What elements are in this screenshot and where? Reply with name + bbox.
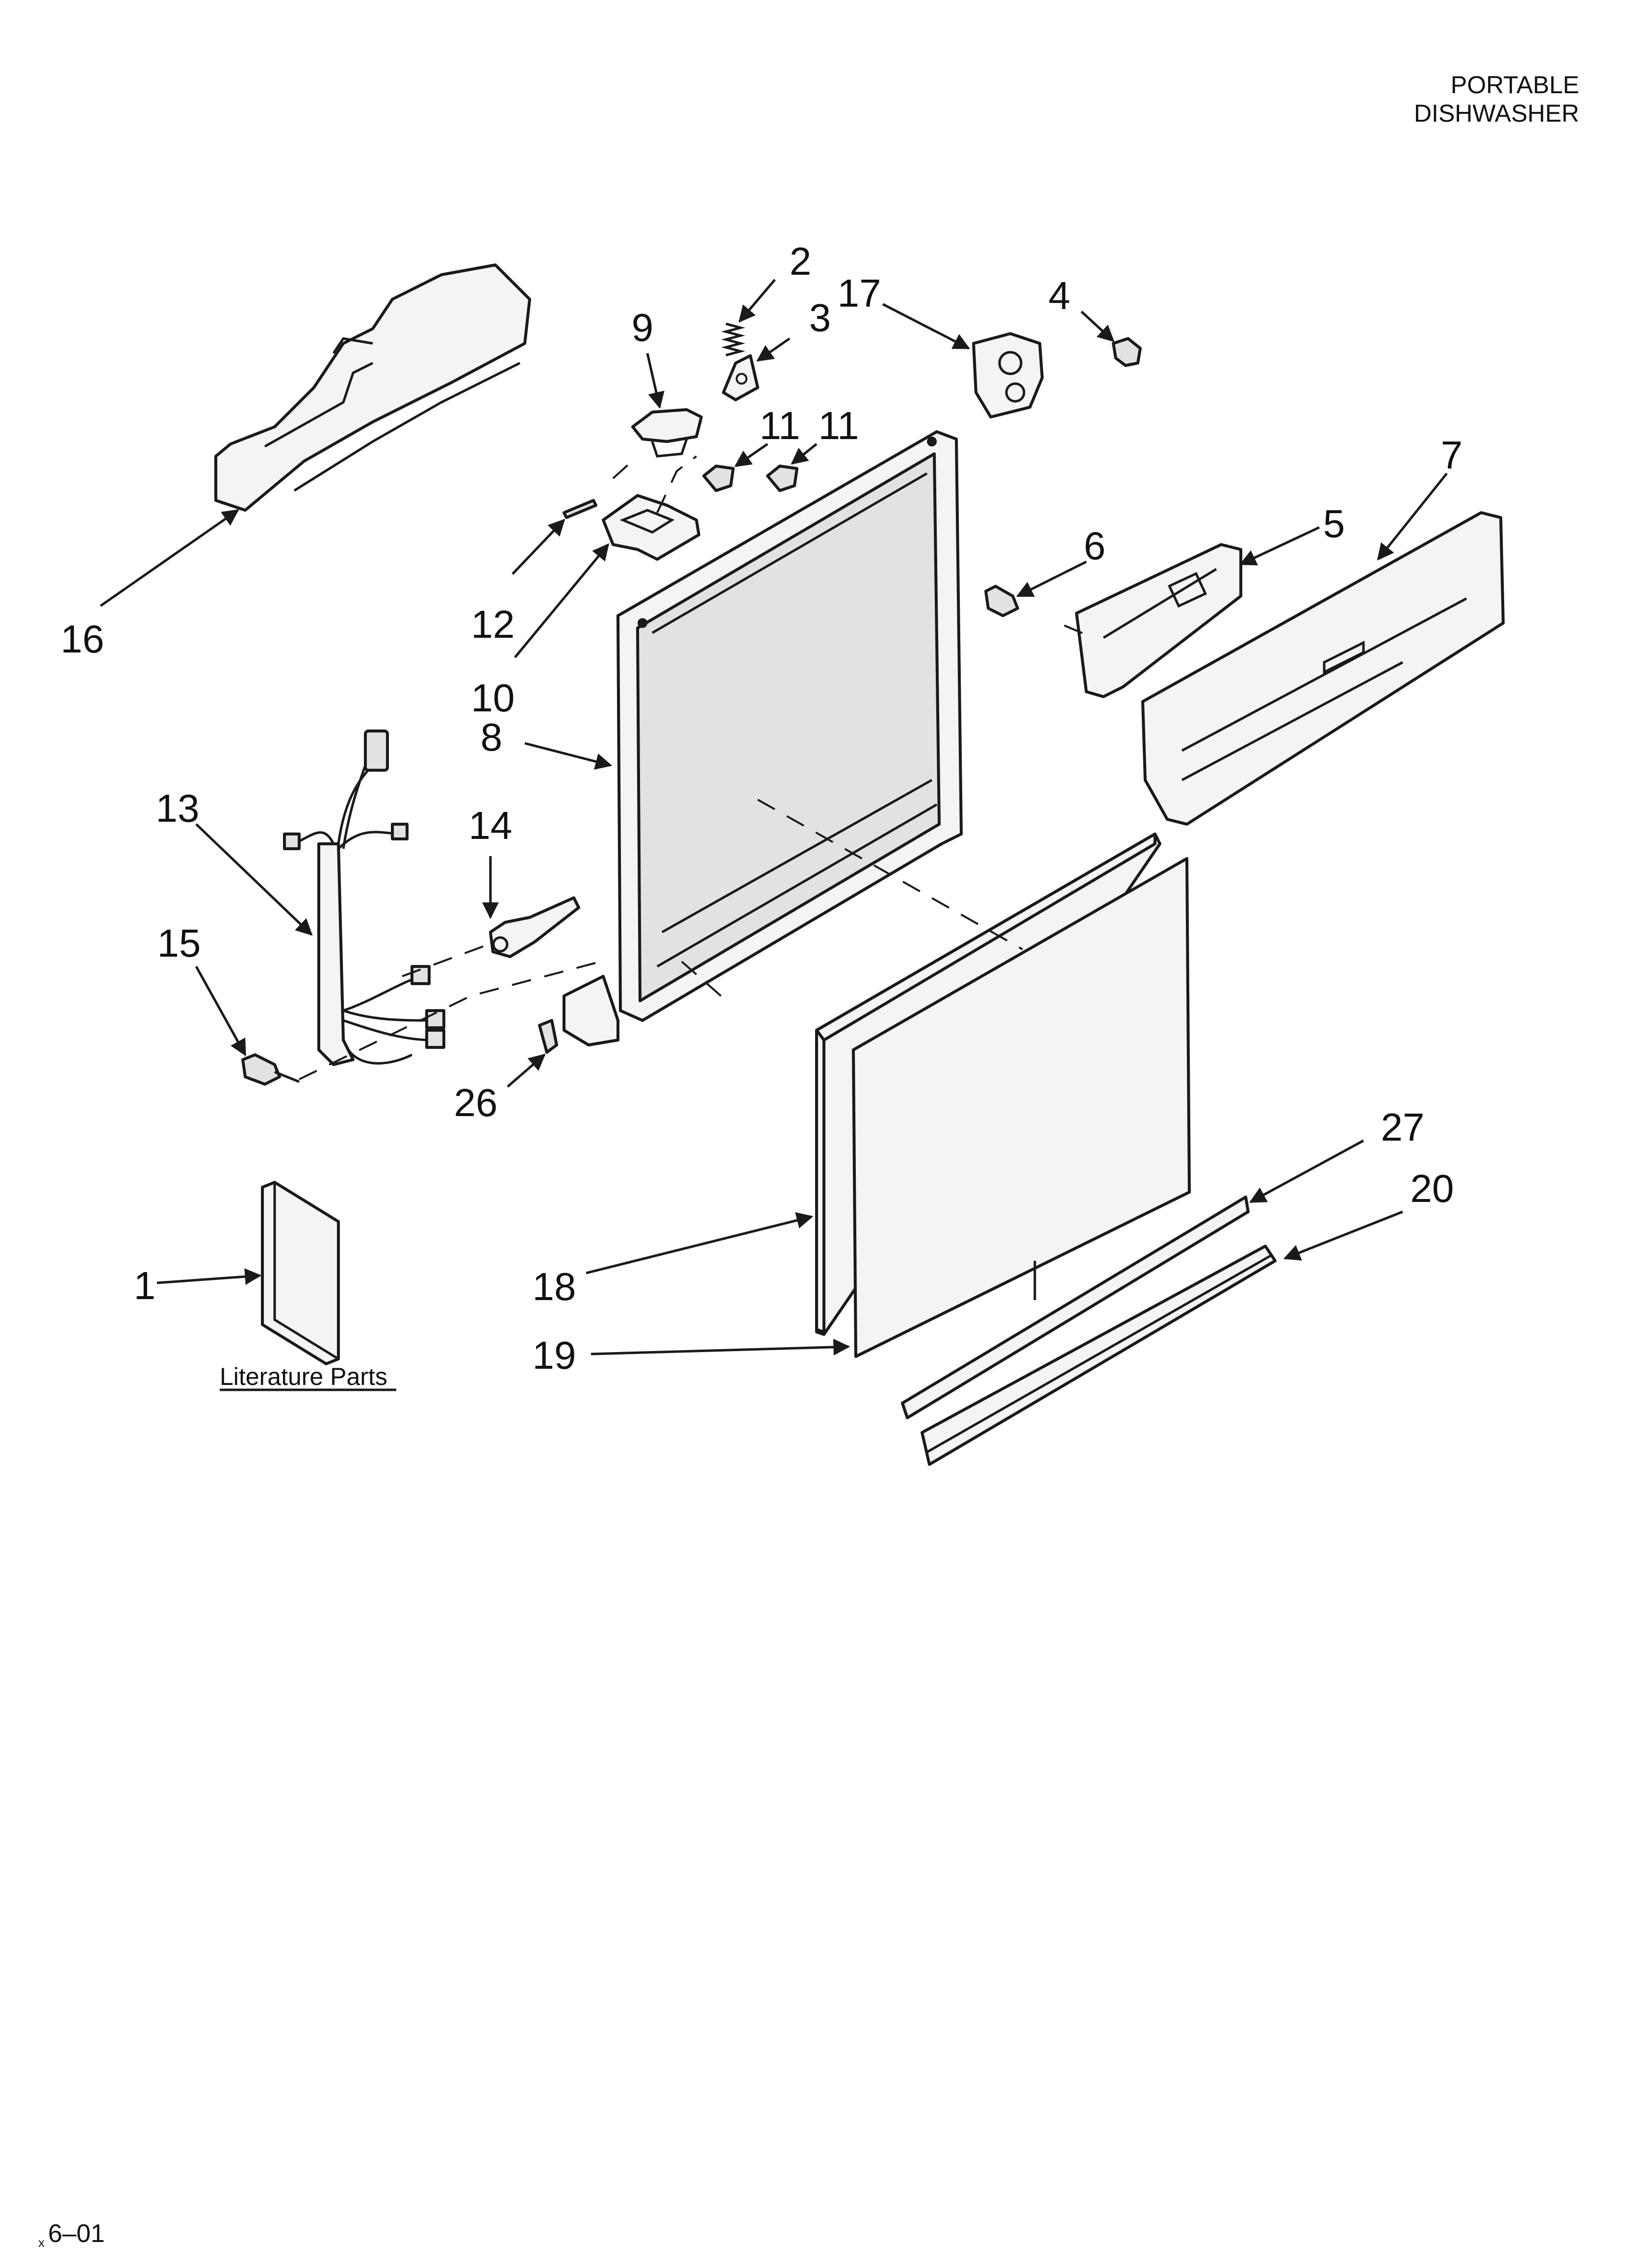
footer-code: 6–01 — [48, 2219, 105, 2248]
part-19-door-liner — [852, 857, 1191, 1358]
header-line-2: DISHWASHER — [1414, 100, 1579, 127]
part-10-latch-housing — [602, 494, 700, 561]
callout-2: 2 — [790, 239, 812, 283]
part-20-bottom-trim — [921, 1245, 1277, 1466]
callout-1: 1 — [134, 1264, 156, 1307]
callout-3: 3 — [809, 296, 831, 339]
callout-8: 8 — [481, 715, 503, 759]
callout-16: 16 — [61, 617, 104, 661]
callout-5: 5 — [1323, 502, 1345, 546]
part-16-vent-housing — [214, 263, 531, 512]
callout-9: 9 — [632, 306, 654, 349]
header-line-1: PORTABLE — [1451, 71, 1579, 99]
callout-18: 18 — [533, 1265, 576, 1308]
leader-lines — [100, 279, 1448, 1356]
part-13-wiring-harness — [283, 730, 445, 1066]
callout-6: 6 — [1084, 524, 1106, 568]
callout-13: 13 — [156, 786, 200, 830]
part-26-clip — [538, 1019, 558, 1054]
part-6-screw — [984, 585, 1019, 617]
callout-15: 15 — [157, 921, 201, 965]
callout-11b: 11 — [818, 404, 859, 447]
part-3-clip — [722, 354, 759, 401]
callout-12: 12 — [471, 602, 515, 646]
callout-26: 26 — [454, 1081, 498, 1124]
assembly-dashed-lines — [299, 455, 1094, 1080]
part-14-sensor — [489, 896, 580, 958]
callout-4: 4 — [1049, 274, 1071, 317]
literature-parts-caption: Literature Parts — [220, 1363, 387, 1390]
part-17-switch — [972, 332, 1044, 418]
callout-27: 27 — [1381, 1105, 1425, 1149]
callout-17: 17 — [838, 271, 881, 315]
part-11-block-a — [702, 465, 735, 492]
part-7-console — [1141, 511, 1505, 826]
callout-19: 19 — [533, 1333, 576, 1377]
part-11-block-b — [766, 465, 798, 492]
part-1-literature-booklet — [261, 1181, 340, 1365]
part-8-door-frame — [563, 430, 963, 1046]
part-12-strip — [563, 499, 597, 519]
footer-mark: x — [38, 2235, 45, 2250]
callout-7: 7 — [1441, 433, 1463, 477]
part-15-screw — [241, 1053, 300, 1086]
part-27-trim-strip — [901, 1196, 1250, 1419]
callout-labels: 2 3 17 4 9 11 11 7 6 5 16 12 10 8 13 14 … — [61, 239, 1463, 1377]
part-2-spring — [721, 322, 745, 357]
part-9-latch — [631, 408, 703, 458]
part-5-control-panel — [1075, 543, 1242, 698]
callout-20: 20 — [1411, 1167, 1454, 1210]
callout-11a: 11 — [759, 404, 800, 447]
callout-14: 14 — [469, 804, 513, 847]
callout-10: 10 — [471, 676, 515, 720]
part-4-small-switch — [1112, 337, 1142, 367]
